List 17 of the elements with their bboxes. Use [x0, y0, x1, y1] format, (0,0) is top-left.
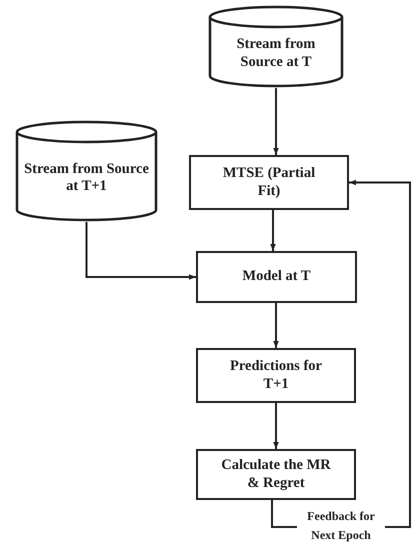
process-box — [189, 155, 349, 210]
process-box — [196, 251, 357, 303]
arrow — [270, 210, 276, 251]
process-box — [196, 348, 356, 403]
node-label: Calculate the MR & Regret — [220, 457, 332, 492]
node-label: Stream from Source at T — [236, 36, 316, 71]
arrow — [273, 403, 279, 449]
arrow — [273, 303, 279, 348]
node-label: Model at T — [241, 268, 312, 286]
arrow — [86, 222, 196, 280]
arrow — [273, 88, 279, 155]
process-box — [196, 449, 356, 500]
data-source-cylinder — [15, 120, 158, 222]
node-label: MTSE (Partial Fit) — [222, 165, 316, 200]
node-label: Stream from Source at T+1 — [23, 160, 150, 196]
data-source-cylinder — [208, 5, 344, 88]
node-label: Predictions for T+1 — [229, 358, 323, 393]
